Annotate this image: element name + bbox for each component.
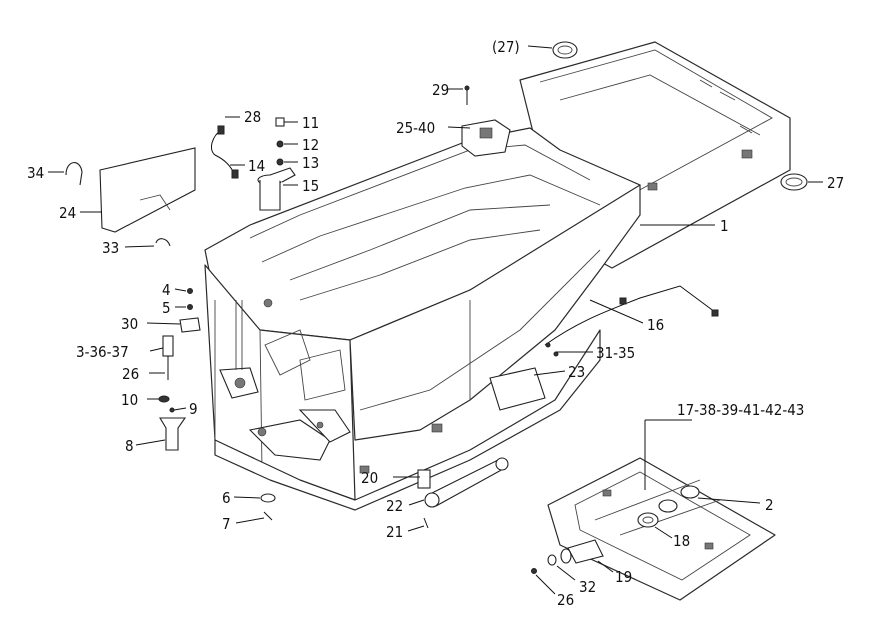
callout-17-38-39-41-42-43: 17-38-39-41-42-43 bbox=[677, 401, 804, 419]
callout-27-lower: 27 bbox=[827, 174, 844, 192]
callout-9: 9 bbox=[189, 400, 198, 418]
callout-30: 30 bbox=[121, 315, 138, 333]
cover-plate-24 bbox=[99, 147, 196, 233]
main-frame bbox=[204, 41, 791, 511]
callout-32: 32 bbox=[579, 578, 596, 596]
bolt-stack-11-12-13 bbox=[275, 117, 285, 166]
callout-14: 14 bbox=[248, 157, 265, 175]
callout-11: 11 bbox=[302, 114, 319, 132]
callout-26-bottom: 26 bbox=[557, 591, 574, 609]
callout-23: 23 bbox=[568, 363, 585, 381]
callout-7: 7 bbox=[222, 515, 231, 533]
callout-27-upper: (27) bbox=[492, 38, 520, 56]
cover-23 bbox=[489, 367, 546, 411]
callout-12: 12 bbox=[302, 136, 319, 154]
callout-4: 4 bbox=[162, 281, 171, 299]
stud-6-7 bbox=[260, 493, 276, 521]
leader-lines bbox=[48, 45, 823, 595]
seal-ring-27-lower bbox=[780, 173, 808, 191]
callout-13: 13 bbox=[302, 154, 319, 172]
callout-15: 15 bbox=[302, 177, 319, 195]
bushing-15 bbox=[257, 167, 296, 211]
callout-19: 19 bbox=[615, 568, 632, 586]
callout-21: 21 bbox=[386, 523, 403, 541]
bushing-18 bbox=[637, 512, 659, 528]
washers-4-5 bbox=[187, 288, 193, 310]
callout-6: 6 bbox=[222, 489, 231, 507]
callout-25-40: 25-40 bbox=[396, 119, 435, 137]
callout-1: 1 bbox=[720, 217, 729, 235]
screws-31-35 bbox=[545, 342, 559, 357]
clip-34 bbox=[65, 162, 83, 186]
callout-5: 5 bbox=[162, 299, 171, 317]
callout-20: 20 bbox=[361, 469, 378, 487]
callout-34: 34 bbox=[27, 164, 44, 182]
pivot-pin-8 bbox=[159, 407, 187, 451]
callout-33: 33 bbox=[102, 239, 119, 257]
bracket-25-40 bbox=[461, 119, 511, 157]
clip-33 bbox=[155, 238, 171, 247]
harness-16 bbox=[544, 285, 719, 346]
sensor-wire-28-14 bbox=[211, 125, 239, 179]
pin-19-32-26 bbox=[531, 539, 604, 574]
callout-24: 24 bbox=[59, 204, 76, 222]
plate-30 bbox=[179, 317, 201, 333]
callout-2: 2 bbox=[765, 496, 774, 514]
callout-18: 18 bbox=[673, 532, 690, 550]
callout-29: 29 bbox=[432, 81, 449, 99]
link-arm-20-22 bbox=[417, 457, 509, 529]
callout-16: 16 bbox=[647, 316, 664, 334]
bolt-29 bbox=[464, 85, 470, 105]
callout-labels: (27) 27 29 25-40 1 28 11 12 13 14 15 34 … bbox=[27, 38, 844, 609]
callout-31-35: 31-35 bbox=[596, 344, 635, 362]
callout-8: 8 bbox=[125, 437, 134, 455]
callout-28: 28 bbox=[244, 108, 261, 126]
callout-26-left: 26 bbox=[122, 365, 139, 383]
callout-3-36-37: 3-36-37 bbox=[76, 343, 129, 361]
callout-10: 10 bbox=[121, 391, 138, 409]
pin-3-36-37 bbox=[162, 335, 174, 380]
callout-22: 22 bbox=[386, 497, 403, 515]
washer-10 bbox=[158, 395, 170, 403]
subframe-2 bbox=[547, 457, 776, 601]
seal-ring-27-upper bbox=[552, 41, 578, 59]
